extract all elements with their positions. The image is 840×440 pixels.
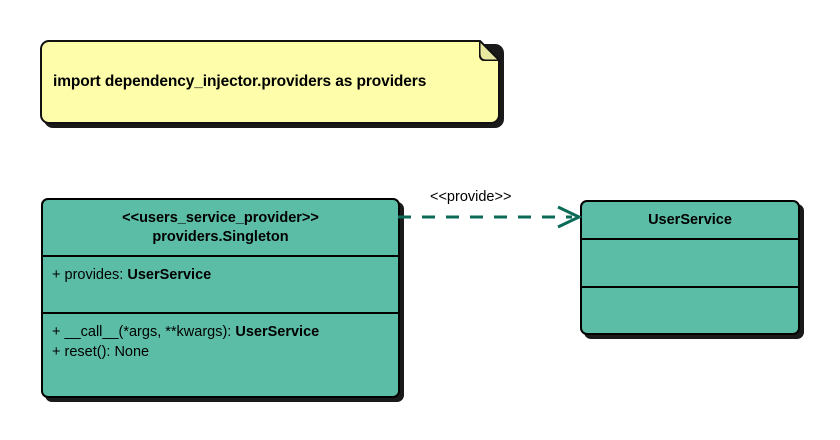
arrowhead-open-icon bbox=[557, 205, 583, 229]
operation-label: reset(): None bbox=[64, 344, 150, 360]
class-attributes-compartment: + provides: UserService bbox=[43, 255, 398, 312]
note-fold-corner-icon bbox=[479, 40, 500, 61]
class-operations-compartment bbox=[582, 286, 798, 333]
dependency-connector[interactable] bbox=[390, 180, 590, 240]
operation-label: __call__(*args, **kwargs): bbox=[64, 324, 232, 340]
class-box-user-service[interactable]: UserService bbox=[580, 200, 800, 335]
class-stereotype: <<users_service_provider>> bbox=[122, 209, 319, 226]
class-name: UserService bbox=[648, 211, 732, 228]
note-text: import dependency_injector.providers as … bbox=[53, 73, 427, 90]
note-body bbox=[40, 40, 500, 124]
operation-visibility: + bbox=[52, 344, 61, 360]
note-import[interactable]: import dependency_injector.providers as … bbox=[40, 40, 504, 128]
class-header-users-service-provider: <<users_service_provider>> providers.Sin… bbox=[43, 200, 398, 255]
class-attributes-compartment bbox=[582, 238, 798, 286]
attribute-label: provides: bbox=[64, 267, 124, 283]
attribute-type: UserService bbox=[127, 267, 212, 283]
connector-label: <<provide>> bbox=[430, 189, 512, 205]
attribute-row: + provides: UserService bbox=[52, 265, 389, 285]
attribute-visibility: + bbox=[52, 267, 61, 283]
class-operations-compartment: + __call__(*args, **kwargs): UserService… bbox=[43, 312, 398, 396]
class-header-user-service: UserService bbox=[582, 202, 798, 238]
operation-row: + __call__(*args, **kwargs): UserService bbox=[52, 322, 389, 342]
operation-type: UserService bbox=[235, 324, 320, 340]
operation-visibility: + bbox=[52, 324, 61, 340]
class-name: providers.Singleton bbox=[152, 228, 289, 245]
class-box-users-service-provider[interactable]: <<users_service_provider>> providers.Sin… bbox=[41, 198, 400, 398]
operation-row: + reset(): None bbox=[52, 342, 389, 362]
